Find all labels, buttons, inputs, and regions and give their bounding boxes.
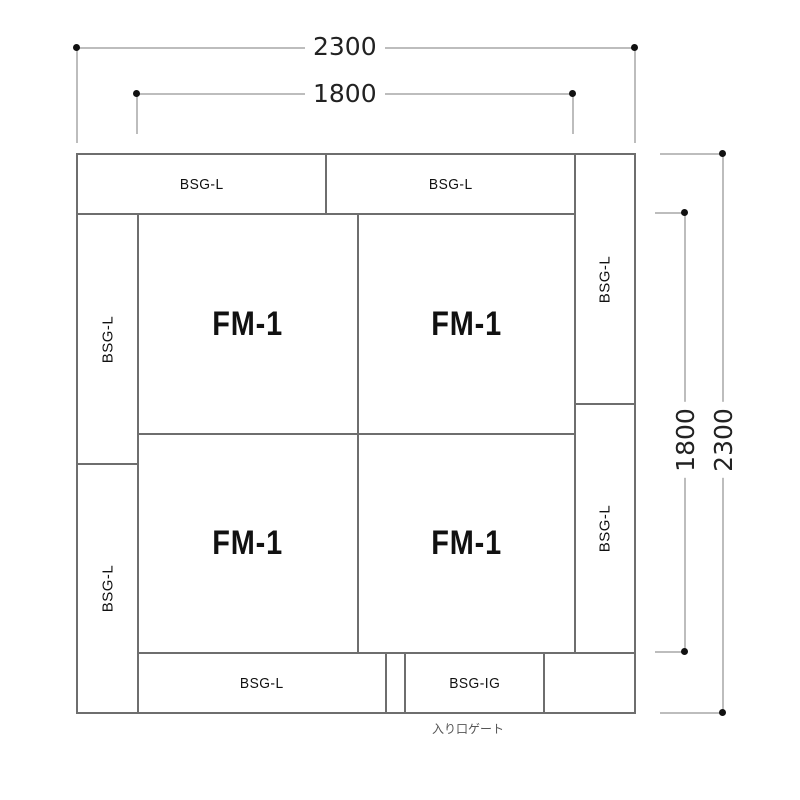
- panel-label: BSG-L: [179, 175, 224, 193]
- endpoint-dot: [719, 709, 726, 716]
- panel-label: BSG-L: [596, 255, 614, 303]
- panel-bottom-left: BSG-L: [137, 652, 387, 714]
- extension-line: [660, 153, 723, 155]
- panel-bottom-right-blank: [543, 652, 636, 714]
- panel-label: BSG-IG: [448, 674, 501, 692]
- panel-top-right: BSG-L: [325, 153, 576, 215]
- panel-right-lower: BSG-L: [574, 403, 636, 654]
- entrance-gate-note: 入り口ゲート: [432, 722, 505, 736]
- dimension-label: 1800: [305, 80, 385, 108]
- panel-gate-post: [385, 652, 406, 714]
- extension-line: [76, 48, 78, 143]
- endpoint-dot: [719, 150, 726, 157]
- panel-left-upper: BSG-L: [76, 213, 139, 465]
- floor-mat-label: FM-1: [431, 304, 502, 343]
- floor-mat-label: FM-1: [431, 524, 502, 562]
- floor-mat-bottom-right: FM-1: [357, 433, 576, 654]
- floor-mat-label: FM-1: [212, 304, 284, 343]
- extension-line: [572, 94, 574, 134]
- floor-mat-top-left: FM-1: [137, 213, 359, 435]
- panel-left-lower: BSG-L: [76, 463, 139, 714]
- floor-mat-bottom-left: FM-1: [137, 433, 359, 654]
- floor-mat-label: FM-1: [212, 524, 284, 562]
- panel-label: BSG-L: [98, 315, 116, 363]
- panel-top-left: BSG-L: [76, 153, 327, 215]
- panel-entrance-gate: BSG-IG: [404, 652, 545, 714]
- endpoint-dot: [681, 209, 688, 216]
- panel-label: BSG-L: [596, 504, 614, 553]
- dimension-label: 2300: [709, 402, 738, 478]
- endpoint-dot: [73, 44, 80, 51]
- panel-label: BSG-L: [240, 674, 284, 692]
- dimension-label: 1800: [671, 402, 700, 478]
- extension-line: [136, 94, 138, 134]
- extension-line: [660, 712, 723, 714]
- dimension-label: 2300: [305, 33, 385, 61]
- panel-label: BSG-L: [98, 564, 116, 613]
- extension-line: [634, 48, 636, 143]
- panel-right-upper: BSG-L: [574, 153, 636, 405]
- panel-label: BSG-L: [428, 175, 473, 193]
- extension-line: [655, 212, 685, 214]
- endpoint-dot: [133, 90, 140, 97]
- floor-mat-top-right: FM-1: [357, 213, 576, 435]
- extension-line: [655, 651, 685, 653]
- endpoint-dot: [631, 44, 638, 51]
- endpoint-dot: [569, 90, 576, 97]
- endpoint-dot: [681, 648, 688, 655]
